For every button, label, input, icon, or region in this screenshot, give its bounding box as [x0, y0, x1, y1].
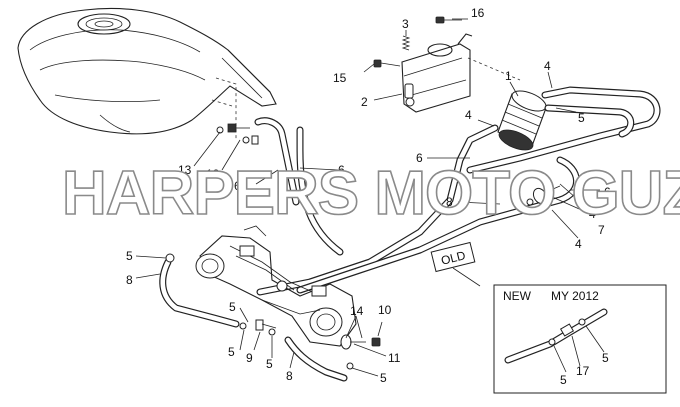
hose-8-left [159, 253, 240, 328]
callout-12: 12 [206, 167, 220, 181]
canister-bracket-drawing [401, 33, 521, 113]
old-leader [452, 267, 481, 287]
clamps-lower [239, 319, 381, 370]
callout-11: 11 [388, 351, 401, 365]
callout-17: 17 [576, 364, 590, 378]
callout-6-tank: 6 [234, 179, 241, 193]
callout-5-inset-left: 5 [560, 373, 567, 387]
callout-4-right: 4 [589, 207, 596, 221]
callout-9: 9 [246, 351, 253, 365]
screw-15-drawing [373, 59, 401, 68]
throttle-body-drawing [195, 225, 357, 347]
callout-5-bottom: 5 [266, 357, 273, 371]
callout-4-top: 4 [544, 59, 551, 73]
hose-8-bottom [284, 336, 348, 382]
old-badge-label: OLD [440, 248, 468, 268]
callout-15: 15 [333, 71, 347, 85]
callout-8-left: 8 [126, 273, 133, 287]
inset-new-label: NEW [503, 289, 532, 303]
callout-6-mid: 6 [416, 151, 423, 165]
fuel-tank-drawing [17, 8, 277, 140]
callout-6-right: 6 [604, 185, 611, 199]
callout-8-bottom: 8 [286, 369, 293, 383]
callout-4-lower: 4 [575, 237, 582, 251]
spring-3-drawing [401, 35, 411, 51]
callout-5-lower-left: 5 [228, 345, 235, 359]
carbon-canister-drawing [497, 90, 547, 151]
callout-3: 3 [402, 17, 409, 31]
callout-5-upper-left: 5 [229, 300, 236, 314]
watermark-text: HARPERS MOTO GUZZI© [62, 159, 680, 228]
leader-lines [135, 18, 605, 377]
callout-6-left: 6 [338, 163, 345, 177]
callout-14: 14 [350, 304, 364, 318]
callout-5-top: 5 [578, 111, 585, 125]
callout-numbers: 16 3 15 2 1 4 4 5 6 6 6 6 13 12 8 4 4 7 … [126, 6, 611, 387]
vent-hose-loop [466, 86, 661, 174]
callout-5-left: 5 [126, 249, 133, 263]
callout-7: 7 [598, 223, 605, 237]
inset-my2012-label: MY 2012 [551, 289, 599, 303]
new-my2012-inset: NEW MY 2012 [493, 284, 667, 394]
callout-13: 13 [178, 163, 192, 177]
callout-10: 10 [378, 303, 392, 317]
bolt-16-drawing [435, 16, 462, 24]
old-badge: OLD [430, 241, 476, 273]
callout-2: 2 [361, 95, 368, 109]
callout-1: 1 [505, 69, 512, 83]
callout-8-mid: 8 [446, 195, 453, 209]
valve-7-drawing [526, 185, 561, 206]
callout-4-mid: 4 [465, 108, 472, 122]
fittings-12-13-drawing [216, 123, 259, 145]
callout-5-lower-right: 5 [380, 371, 387, 385]
callout-16: 16 [471, 6, 485, 20]
callout-5-inset-right: 5 [602, 351, 609, 365]
